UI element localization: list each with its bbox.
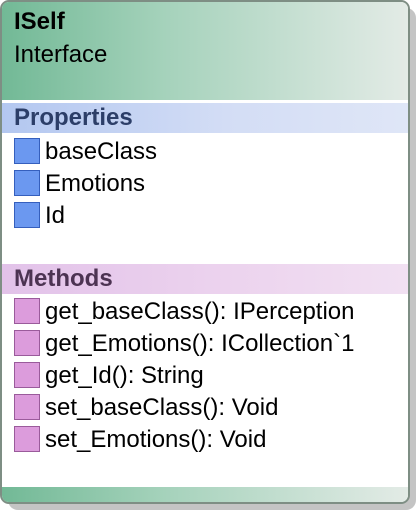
properties-heading: Properties bbox=[14, 104, 133, 131]
class-header: ISelf Interface bbox=[2, 2, 408, 100]
property-icon bbox=[14, 138, 40, 164]
properties-section-header: Properties bbox=[2, 103, 408, 133]
class-title: ISelf bbox=[14, 8, 65, 35]
method-icon bbox=[14, 426, 40, 452]
method-signature: set_Emotions(): Void bbox=[45, 426, 267, 453]
method-signature: set_baseClass(): Void bbox=[45, 394, 279, 421]
property-name: Emotions bbox=[45, 170, 146, 197]
property-name: baseClass bbox=[45, 138, 158, 165]
method-icon bbox=[14, 330, 40, 356]
methods-section-header: Methods bbox=[2, 264, 408, 294]
method-signature: get_Emotions(): ICollection`1 bbox=[45, 330, 355, 357]
property-name: Id bbox=[45, 202, 66, 229]
class-diagram-box[interactable]: ISelf Interface Properties baseClass Emo… bbox=[0, 0, 410, 504]
class-footer bbox=[2, 487, 408, 502]
methods-heading: Methods bbox=[14, 265, 113, 292]
method-icon bbox=[14, 362, 40, 388]
method-signature: get_Id(): String bbox=[45, 362, 204, 389]
method-signature: get_baseClass(): IPerception bbox=[45, 298, 355, 325]
property-icon bbox=[14, 202, 40, 228]
method-icon bbox=[14, 298, 40, 324]
class-stereotype: Interface bbox=[14, 41, 108, 68]
property-icon bbox=[14, 170, 40, 196]
method-icon bbox=[14, 394, 40, 420]
